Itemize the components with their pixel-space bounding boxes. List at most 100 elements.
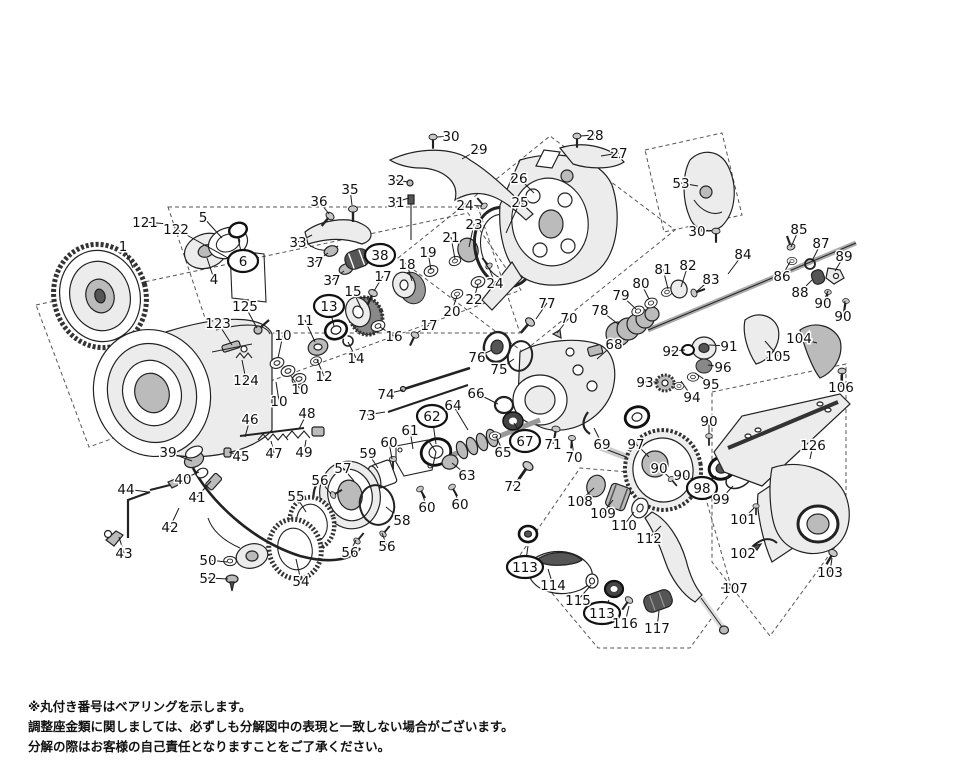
part-label-56: 56: [340, 539, 360, 562]
svg-text:39: 39: [159, 445, 176, 461]
part-label-84: 84: [727, 245, 753, 275]
svg-text:44: 44: [117, 482, 134, 498]
part-label-24: 24: [455, 196, 483, 215]
svg-text:4: 4: [210, 272, 219, 288]
part-label-12: 12: [314, 359, 334, 386]
svg-text:116: 116: [612, 616, 638, 632]
part-label-107: 107: [721, 579, 750, 598]
svg-text:98: 98: [693, 481, 710, 497]
svg-text:67: 67: [516, 434, 533, 450]
body-screws-drawing: [513, 314, 591, 484]
svg-text:60: 60: [451, 497, 468, 513]
part-label-104: 104: [785, 329, 818, 348]
part-label-55: 55: [286, 487, 307, 513]
svg-text:14: 14: [347, 351, 364, 367]
svg-text:74: 74: [377, 387, 394, 403]
part-label-59: 59: [358, 444, 379, 469]
svg-text:101: 101: [730, 512, 756, 528]
part-label-29: 29: [461, 140, 489, 160]
svg-text:105: 105: [765, 349, 791, 365]
svg-text:69: 69: [593, 437, 610, 453]
part-label-30: 30: [436, 127, 461, 146]
part-label-60: 60: [417, 490, 437, 517]
part-label-22: 22: [464, 283, 484, 309]
svg-text:71: 71: [544, 437, 561, 453]
bail-wire-drawing: [103, 426, 362, 592]
part-label-125: 125: [231, 297, 259, 329]
part-label-96: 96: [707, 358, 733, 377]
exploded-parts-diagram: 1121122564125123124101010111213141516171…: [35, 126, 857, 649]
svg-text:55: 55: [287, 489, 304, 505]
svg-text:110: 110: [611, 518, 637, 534]
svg-text:90: 90: [834, 309, 851, 325]
svg-text:25: 25: [511, 195, 528, 211]
svg-text:45: 45: [232, 449, 249, 465]
svg-text:58: 58: [393, 513, 410, 529]
svg-text:5: 5: [199, 210, 208, 226]
svg-text:42: 42: [161, 520, 178, 536]
part-label-121: 121: [131, 213, 169, 232]
svg-text:10: 10: [274, 328, 291, 344]
part-label-113-bearing: 113: [505, 545, 545, 580]
part-label-77: 77: [535, 294, 557, 320]
svg-text:46: 46: [241, 412, 258, 428]
part-label-110: 110: [610, 511, 638, 535]
part-label-116: 116: [611, 605, 639, 633]
svg-text:12: 12: [315, 369, 332, 385]
svg-text:90: 90: [673, 468, 690, 484]
svg-text:107: 107: [722, 581, 748, 597]
svg-text:40: 40: [174, 472, 191, 488]
svg-text:79: 79: [612, 288, 629, 304]
part-label-20: 20: [442, 295, 462, 321]
part-label-80: 80: [631, 274, 651, 300]
footer-note-bearings: ※丸付き番号はベアリングを示します。: [28, 699, 252, 714]
part-label-60: 60: [450, 488, 470, 514]
part-label-99: 99: [711, 485, 734, 509]
part-label-94: 94: [680, 380, 702, 407]
part-label-42: 42: [160, 507, 180, 537]
svg-text:104: 104: [786, 331, 812, 347]
svg-text:83: 83: [702, 272, 719, 288]
group-box-spool-assembly: [35, 212, 522, 448]
svg-text:17: 17: [374, 269, 391, 285]
part-label-124: 124: [232, 359, 260, 390]
svg-text:84: 84: [734, 247, 751, 263]
svg-text:103: 103: [817, 565, 843, 581]
part-label-25: 25: [505, 193, 530, 234]
svg-text:124: 124: [233, 373, 259, 389]
part-label-76: 76: [467, 348, 493, 367]
part-label-70: 70: [564, 440, 584, 467]
svg-text:31: 31: [387, 195, 404, 211]
svg-text:90: 90: [814, 296, 831, 312]
part-label-1: 1: [117, 237, 134, 269]
svg-text:36: 36: [310, 194, 327, 210]
part-label-46: 46: [240, 410, 260, 438]
svg-text:28: 28: [586, 128, 603, 144]
svg-text:70: 70: [565, 450, 582, 466]
svg-text:30: 30: [442, 129, 459, 145]
part-label-56: 56: [377, 532, 397, 556]
part-label-73: 73: [357, 406, 386, 425]
part-label-70: 70: [556, 309, 579, 334]
svg-text:62: 62: [423, 409, 440, 425]
part-label-54: 54: [291, 558, 311, 591]
part-label-37: 37: [322, 270, 345, 290]
svg-text:68: 68: [605, 337, 622, 353]
part-label-35: 35: [340, 180, 360, 206]
svg-text:24: 24: [486, 276, 503, 292]
svg-text:22: 22: [465, 292, 482, 308]
svg-text:80: 80: [632, 276, 649, 292]
footer-note-disassembly: 分解の際はお客様の自己責任となりますことをご了承ください。: [28, 739, 391, 754]
part-label-62-bearing: 62: [415, 403, 449, 445]
svg-text:19: 19: [419, 245, 436, 261]
part-label-43: 43: [114, 536, 134, 563]
part-label-122: 122: [162, 220, 229, 259]
svg-text:90: 90: [650, 461, 667, 477]
svg-text:102: 102: [730, 546, 756, 562]
body-seals-drawing: [482, 330, 534, 372]
part-label-50: 50: [198, 551, 228, 570]
part-label-126: 126: [799, 436, 827, 460]
svg-text:72: 72: [504, 479, 521, 495]
handle-drawing: [517, 474, 730, 635]
part-label-31: 31: [386, 193, 410, 212]
